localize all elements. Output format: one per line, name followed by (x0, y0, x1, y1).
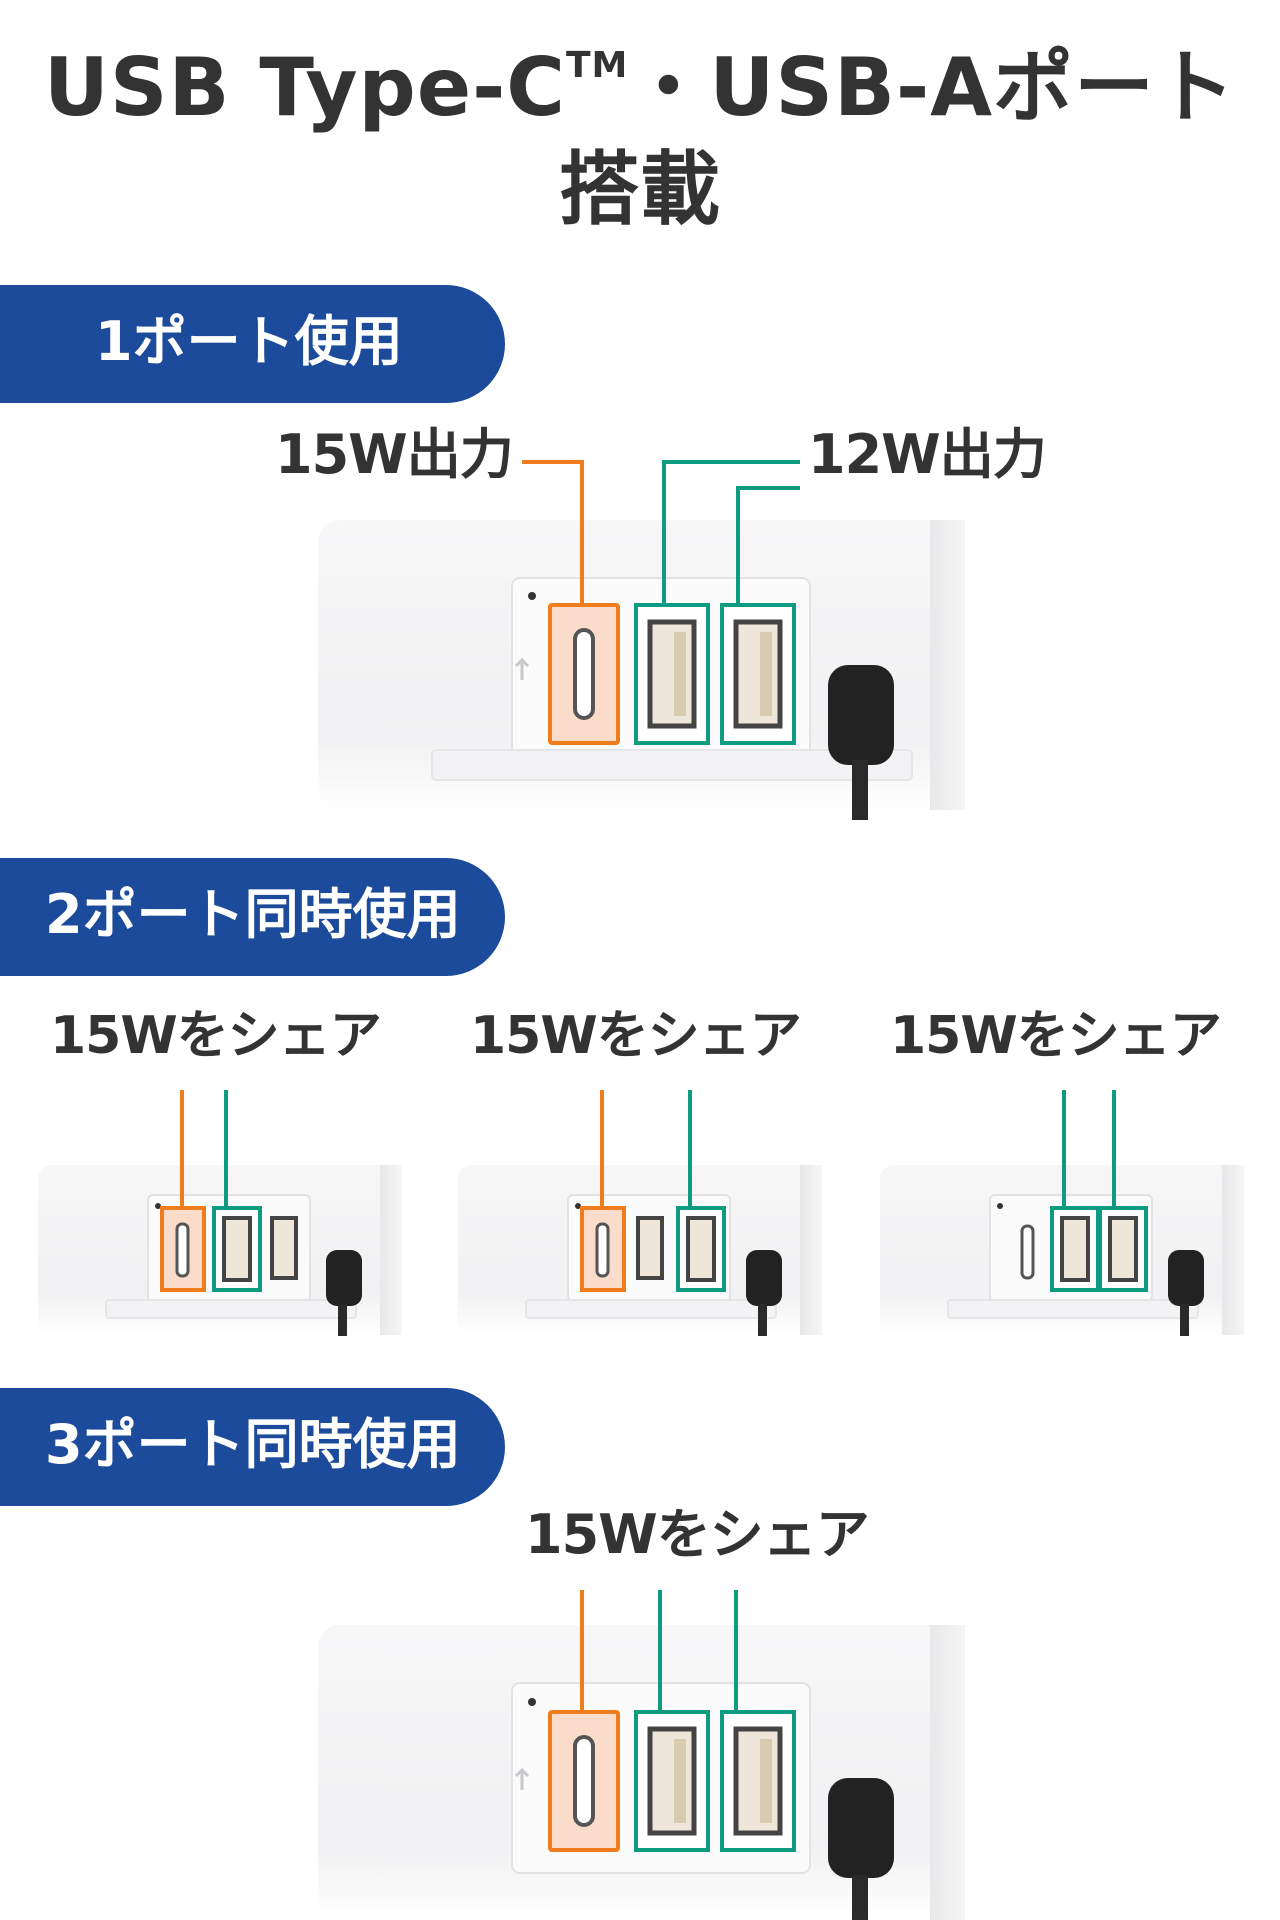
section-label: 1ポート使用 (95, 310, 403, 373)
section-label: 3ポート同時使用 (45, 1413, 461, 1476)
typec-port-icon (573, 628, 595, 720)
caption-12w-output: 12W出力 (808, 423, 1047, 486)
device-2port-a (38, 1090, 402, 1336)
leader-line-usba (736, 486, 800, 605)
caption-share-c: 15Wをシェア (890, 1006, 1222, 1066)
section-header-1port: 1ポート使用 (0, 285, 505, 403)
device-1port (318, 460, 965, 820)
title-line1-rest: ・USB-Aポート (628, 41, 1237, 134)
device-2port-b (458, 1090, 822, 1336)
leader-line-typec (522, 460, 584, 605)
page-title-line2: 搭載 (559, 143, 721, 236)
device-3port (318, 1590, 965, 1920)
caption-15w-output: 15W出力 (275, 423, 514, 486)
section-label: 2ポート同時使用 (45, 883, 461, 946)
trademark-mark: TM (566, 45, 629, 86)
caption-share-b: 15Wをシェア (470, 1006, 802, 1066)
device-2port-c (880, 1090, 1244, 1336)
section-header-2port: 2ポート同時使用 (0, 858, 505, 976)
page-title: USB Type-CTM・USB-Aポート (0, 48, 1280, 128)
section-header-3port: 3ポート同時使用 (0, 1388, 505, 1506)
usba-port-icon (647, 619, 697, 729)
leader-line-usba (662, 460, 800, 605)
caption-share-3port: 15Wをシェア (525, 1503, 870, 1566)
usba-port-icon (733, 619, 783, 729)
title-line1: USB Type-C (43, 41, 566, 134)
caption-share-a: 15Wをシェア (50, 1006, 382, 1066)
